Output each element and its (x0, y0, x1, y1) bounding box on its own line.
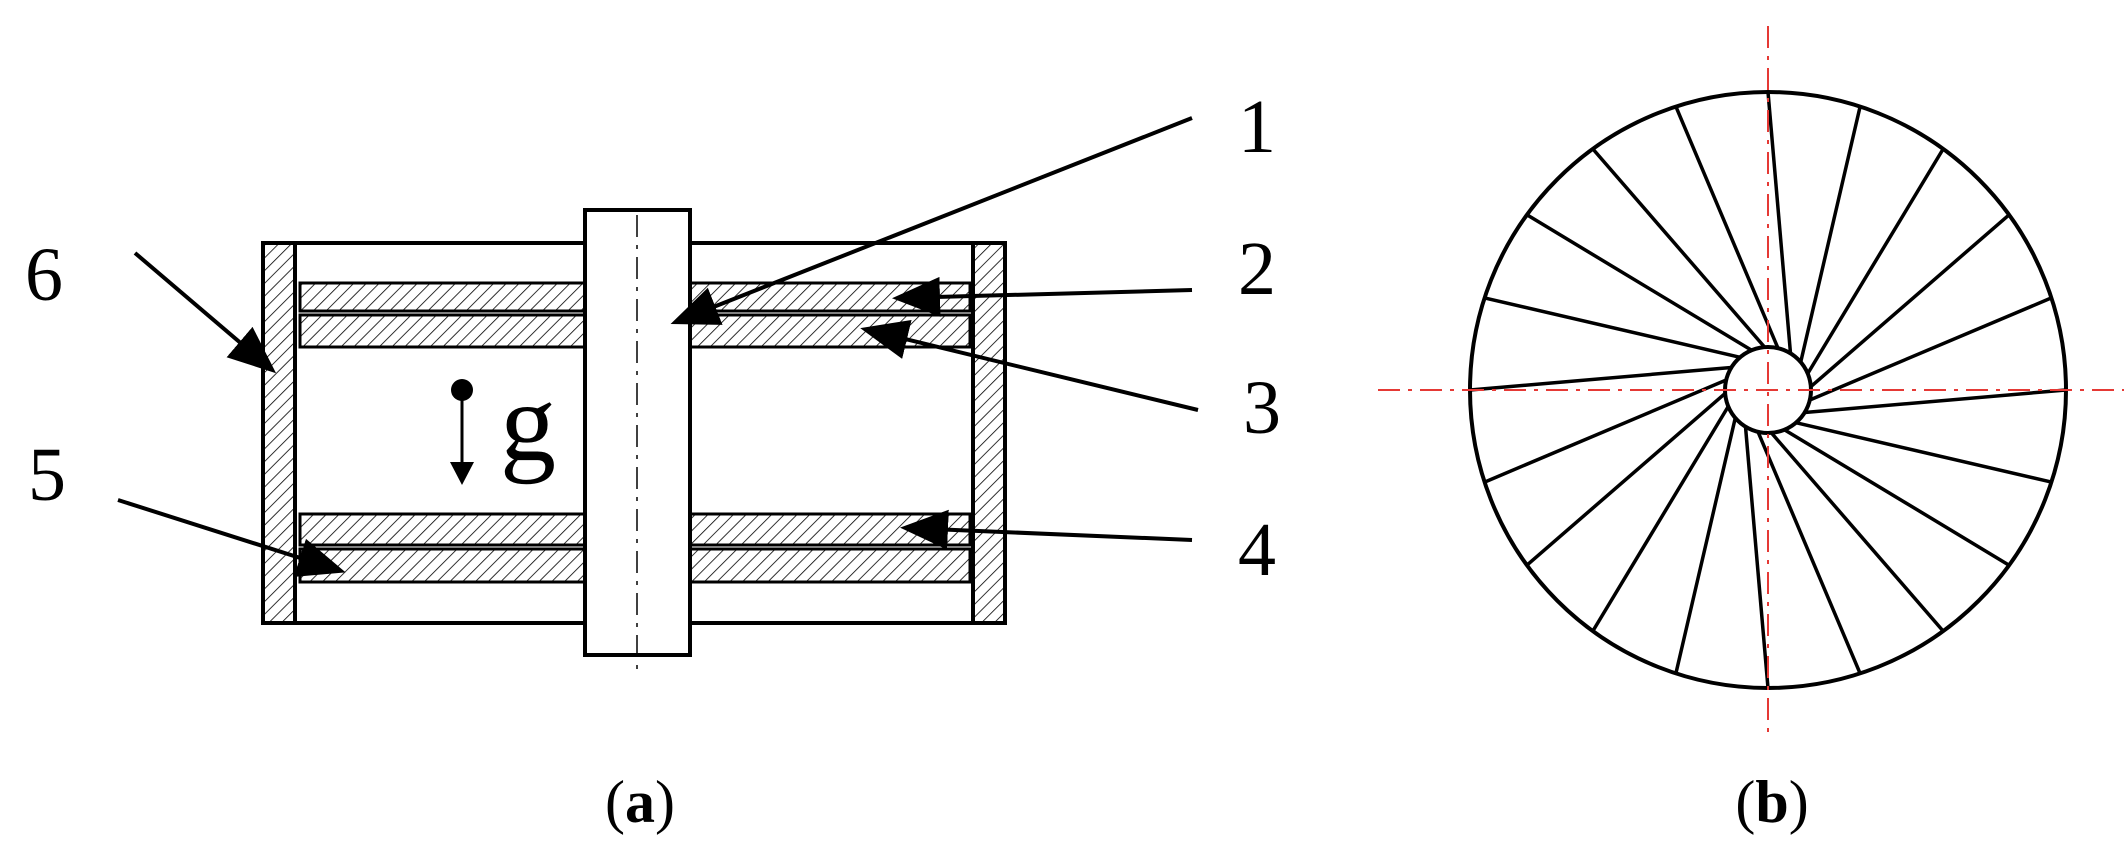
spoke-3 (1806, 147, 1945, 375)
leader-lines (117, 116, 1199, 577)
spoke-5 (1809, 296, 2053, 402)
spoke-2 (1798, 106, 1862, 363)
part-label-2: 2 (1238, 227, 1276, 311)
lower-plate-5-right (688, 547, 972, 584)
spoke-15 (1483, 378, 1727, 484)
part-label-5: 5 (28, 433, 66, 517)
lower-plate-5-left (298, 547, 587, 584)
right-end-wall (971, 241, 1007, 625)
spoke-11 (1743, 426, 1770, 689)
gravity-label: g (500, 361, 556, 485)
caption-a: (a) (605, 769, 675, 835)
spoke-9 (1770, 431, 1945, 633)
leader-2 (892, 276, 1193, 317)
upper-plate-3-left (298, 313, 587, 349)
leader-5 (117, 498, 346, 577)
spoke-1 (1766, 91, 1793, 354)
spoke-10 (1756, 431, 1862, 675)
spoke-18 (1525, 213, 1753, 352)
lower-plate-4-left (298, 512, 587, 547)
leader-6 (133, 251, 277, 374)
leader-3 (860, 319, 1199, 412)
spoke-12 (1674, 417, 1738, 674)
part-label-3: 3 (1243, 366, 1281, 450)
part-label-6: 6 (25, 233, 63, 317)
gravity-dot (451, 379, 473, 401)
figure-a-cross-section: g 1 2 3 4 5 6 (a) (25, 85, 1281, 835)
part-label-1: 1 (1238, 85, 1276, 169)
spoke-19 (1591, 147, 1766, 349)
spoke-17 (1484, 296, 1741, 360)
spoke-20 (1674, 105, 1780, 349)
spoke-8 (1783, 428, 2011, 567)
leader-1 (670, 116, 1193, 325)
spoke-16 (1469, 365, 1732, 392)
spoke-13 (1591, 405, 1730, 633)
spoke-7 (1795, 420, 2052, 484)
spoke-4 (1809, 213, 2011, 388)
part-label-4: 4 (1238, 508, 1276, 592)
spoke-6 (1804, 388, 2067, 415)
leader-4 (900, 509, 1193, 550)
upper-plate-2-left (298, 281, 587, 313)
gravity-indicator: g (450, 361, 556, 485)
gravity-arrowhead (450, 462, 474, 485)
caption-b: (b) (1735, 769, 1808, 835)
spoke-14 (1525, 392, 1727, 567)
figure-b-end-view: (b) (1378, 26, 2124, 835)
spokes (1469, 91, 2067, 689)
upper-plate-3-right (688, 313, 972, 349)
left-end-wall (261, 241, 297, 625)
